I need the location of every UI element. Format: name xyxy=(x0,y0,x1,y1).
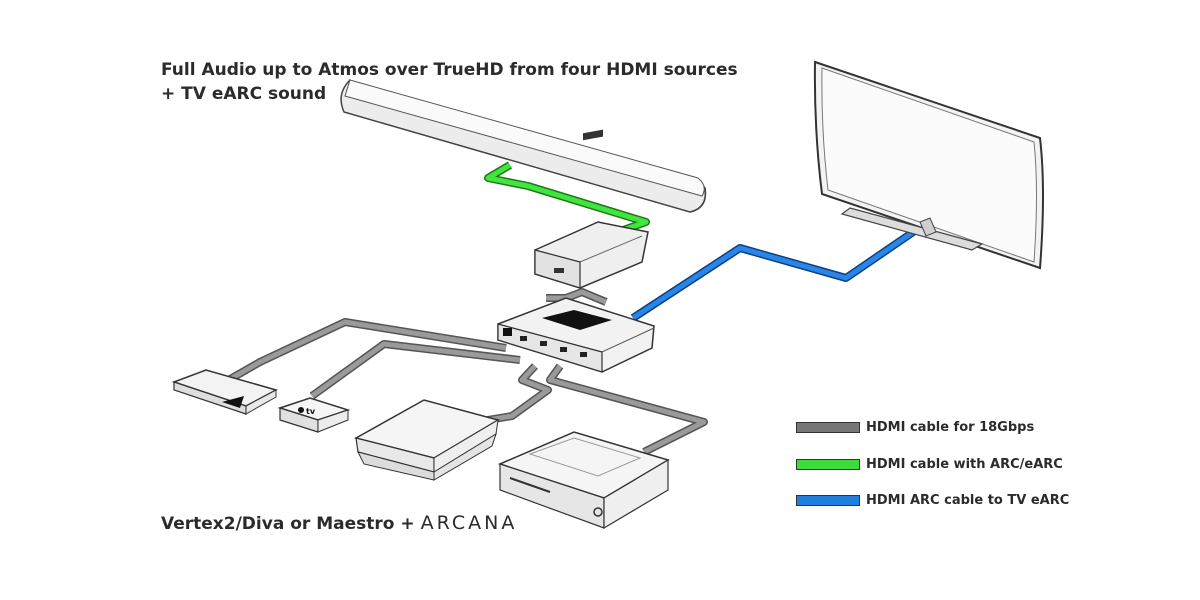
apple-tv: tv xyxy=(277,397,351,433)
legend-item-green: HDMI cable with ARC/eARC xyxy=(796,454,1063,474)
blue-arc-cable xyxy=(630,222,925,322)
legend-label: HDMI cable with ARC/eARC xyxy=(866,456,1063,472)
diagram-title: Full Audio up to Atmos over TrueHD from … xyxy=(161,58,738,106)
hdmi-switcher xyxy=(497,297,655,373)
title-line-1: Full Audio up to Atmos over TrueHD from … xyxy=(161,60,738,80)
game-console-xbox xyxy=(497,431,670,530)
green-earc-cable xyxy=(484,161,650,238)
legend-swatch-gray xyxy=(796,421,860,433)
arcana-box xyxy=(534,129,649,289)
legend-swatch-blue xyxy=(796,494,860,506)
arcana-logo: ARCANA xyxy=(420,512,518,534)
legend-swatch-green xyxy=(796,458,860,470)
legend-item-gray: HDMI cable for 18Gbps xyxy=(796,417,1034,437)
game-console-playstation xyxy=(353,399,500,481)
streaming-box xyxy=(171,369,278,415)
apple-tv-label: tv xyxy=(306,407,316,416)
title-line-2: + TV eARC sound xyxy=(161,84,327,104)
subtitle-text: Vertex2/Diva or Maestro + xyxy=(161,514,415,534)
soundbar xyxy=(340,78,707,213)
television xyxy=(813,60,1044,270)
legend-label: HDMI cable for 18Gbps xyxy=(866,419,1035,435)
diagram-subtitle: Vertex2/Diva or Maestro +ARCANA xyxy=(161,512,517,534)
legend-item-blue: HDMI ARC cable to TV eARC xyxy=(796,490,1069,510)
gray-hdmi-cables xyxy=(223,288,708,456)
legend-label: HDMI ARC cable to TV eARC xyxy=(866,492,1070,508)
